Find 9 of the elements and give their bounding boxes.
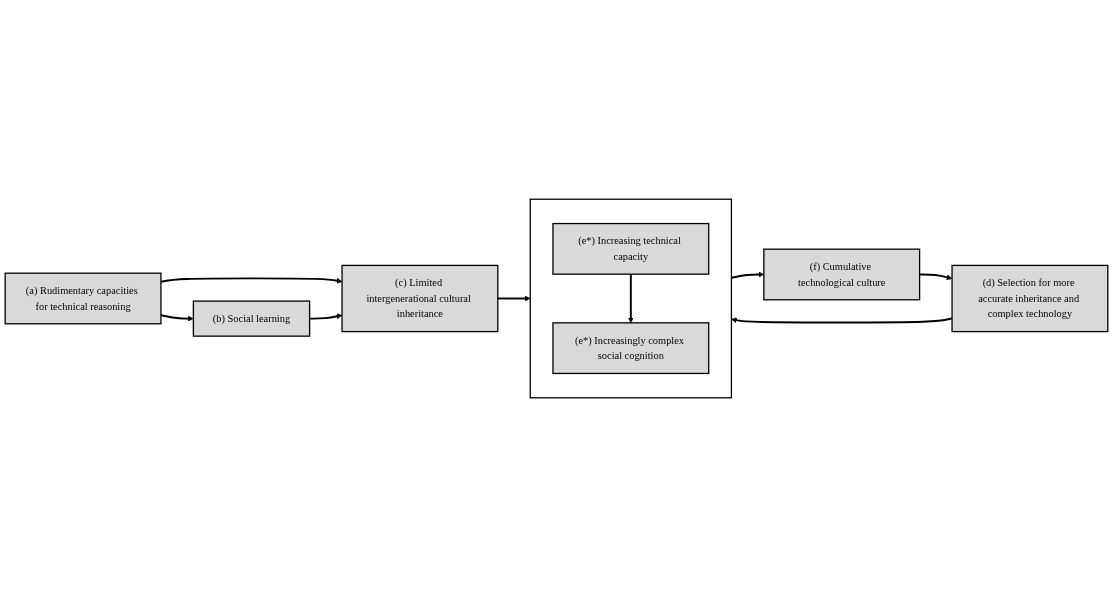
node-box: (e*) Increasingly complex social cognition bbox=[552, 322, 710, 375]
cluster bbox=[529, 198, 733, 399]
node-box: (a) Rudimentary capacities for technical reasoning bbox=[4, 272, 162, 325]
node-box: (b) Social learning bbox=[192, 300, 311, 337]
arrow bbox=[627, 273, 634, 324]
node-box: (d) Selection for more accurate inheritance and complex technology bbox=[951, 264, 1109, 333]
node-box: (e*) Increasing technical capacity bbox=[552, 222, 710, 275]
node-box: (f) Cumulative technological culture bbox=[763, 248, 921, 301]
node-box: (c) Limited intergenerational cultural inheritance bbox=[341, 264, 499, 333]
